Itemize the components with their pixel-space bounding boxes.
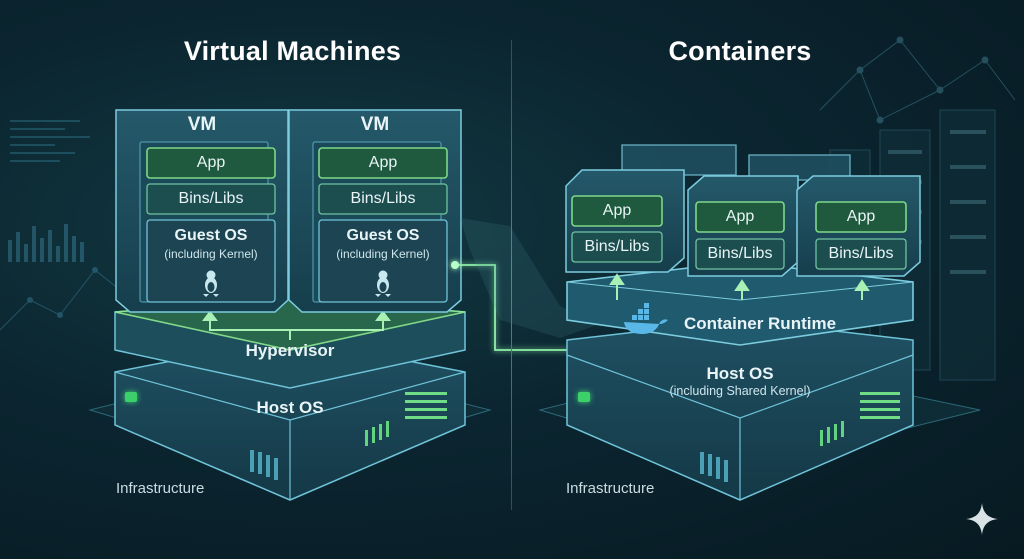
container-box-2	[687, 175, 799, 277]
hypervisor-label: Hypervisor	[245, 341, 335, 360]
container-bins-libs-layer: Bins/Libs	[707, 245, 773, 262]
container-bins-libs-layer: Bins/Libs	[828, 245, 894, 262]
container-runtime-label: Container Runtime	[683, 314, 837, 333]
vm-guest-os-label: Guest OS	[346, 227, 420, 244]
linux-penguin-icon	[203, 270, 219, 297]
vm-bins-libs-layer: Bins/Libs	[350, 190, 416, 207]
vm-app-layer: App	[196, 154, 226, 171]
vm-box-1	[115, 109, 289, 313]
background-data-lines	[0, 120, 121, 331]
vm-bins-libs-layer: Bins/Libs	[178, 190, 244, 207]
left-host-os-label: Host OS	[256, 398, 324, 417]
container-box-1	[565, 169, 685, 273]
vm-header: VM	[360, 114, 390, 135]
right-infrastructure-label: Infrastructure	[566, 480, 655, 497]
right-host-os-label: Host OS	[706, 364, 774, 383]
docker-whale-icon	[624, 303, 668, 334]
vm-guest-os-label: Guest OS	[174, 227, 248, 244]
container-app-layer: App	[725, 208, 755, 225]
right-host-os-chassis	[566, 319, 914, 501]
right-host-os-note: (including Shared Kernel)	[669, 384, 811, 398]
title-virtual-machines: Virtual Machines	[183, 36, 402, 66]
container-bins-libs-layer: Bins/Libs	[584, 238, 650, 255]
linux-penguin-icon	[375, 270, 391, 297]
container-app-layer: App	[602, 202, 632, 219]
title-containers: Containers	[668, 36, 812, 66]
vm-header: VM	[187, 114, 217, 135]
center-divider	[511, 40, 512, 510]
vm-guest-os-note: (including Kernel)	[164, 247, 258, 261]
left-host-os-chassis	[114, 337, 466, 501]
sparkle-icon	[966, 503, 998, 535]
vm-guest-os-note: (including Kernel)	[336, 247, 430, 261]
container-box-3	[796, 175, 921, 277]
left-infrastructure-label: Infrastructure	[116, 480, 205, 497]
background-network	[819, 36, 1016, 124]
runtime-arrows	[609, 273, 870, 300]
container-app-layer: App	[846, 208, 876, 225]
vm-app-layer: App	[368, 154, 398, 171]
vm-box-2	[288, 109, 462, 313]
hypervisor-arrows	[202, 310, 391, 340]
